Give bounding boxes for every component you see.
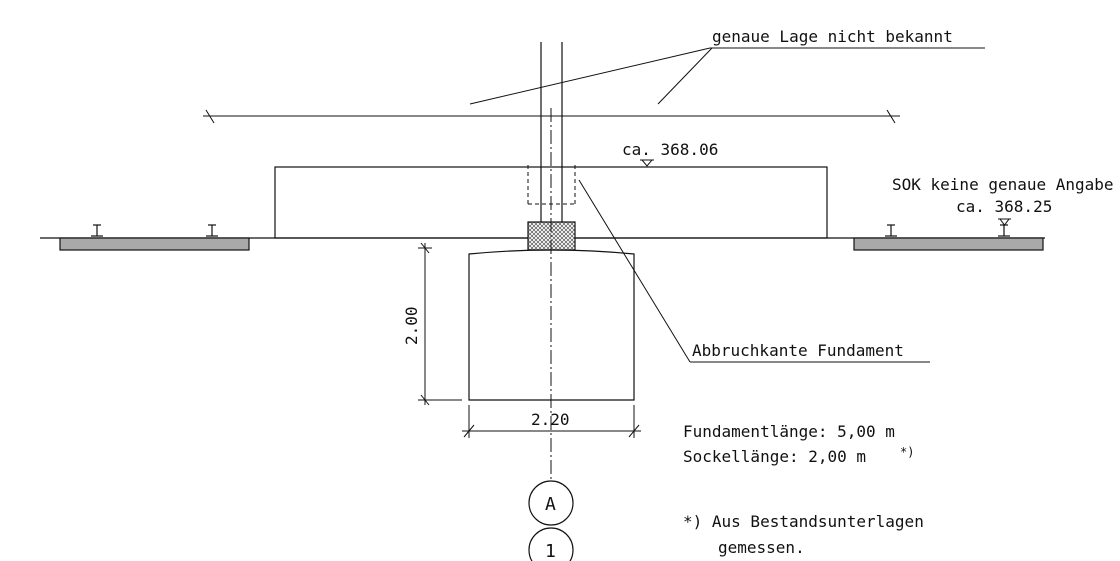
sok-note: SOK keine genaue Angabe — [892, 175, 1114, 194]
plinth-footnote-mark: *) — [900, 445, 914, 459]
dimension-width — [462, 405, 641, 438]
location-note: genaue Lage nicht bekannt — [712, 27, 953, 46]
demolition-leader — [578, 179, 930, 363]
location-note-leader — [469, 47, 985, 105]
dimension-height — [418, 242, 462, 406]
demolition-edge-label: Abbruchkante Fundament — [692, 341, 904, 360]
level-marker-top — [640, 159, 654, 167]
dim-height-value: 2.00 — [402, 306, 421, 345]
axis-marker-a: A — [528, 480, 574, 526]
plinth-length: Sockellänge: 2,00 m — [683, 447, 866, 466]
rail-icon — [885, 224, 897, 237]
right-track — [853, 224, 1044, 251]
rail-icon — [998, 224, 1010, 237]
svg-text:A: A — [545, 494, 556, 515]
level-top: ca. 368.06 — [622, 140, 718, 159]
footnote-line2: gemessen. — [718, 538, 805, 557]
level-marker-right — [998, 218, 1011, 226]
mast — [540, 42, 563, 222]
left-track — [59, 224, 250, 251]
rail-icon — [91, 224, 103, 237]
foundation-length: Fundamentlänge: 5,00 m — [683, 422, 895, 441]
axis-marker-1: 1 — [528, 527, 574, 561]
dim-width-value: 2.20 — [531, 410, 570, 429]
sok-level: ca. 368.25 — [956, 197, 1052, 216]
svg-text:1: 1 — [545, 541, 556, 561]
footnote-line1: *) Aus Bestandsunterlagen — [683, 512, 924, 531]
rail-icon — [206, 224, 218, 237]
foundation-block — [468, 249, 635, 401]
